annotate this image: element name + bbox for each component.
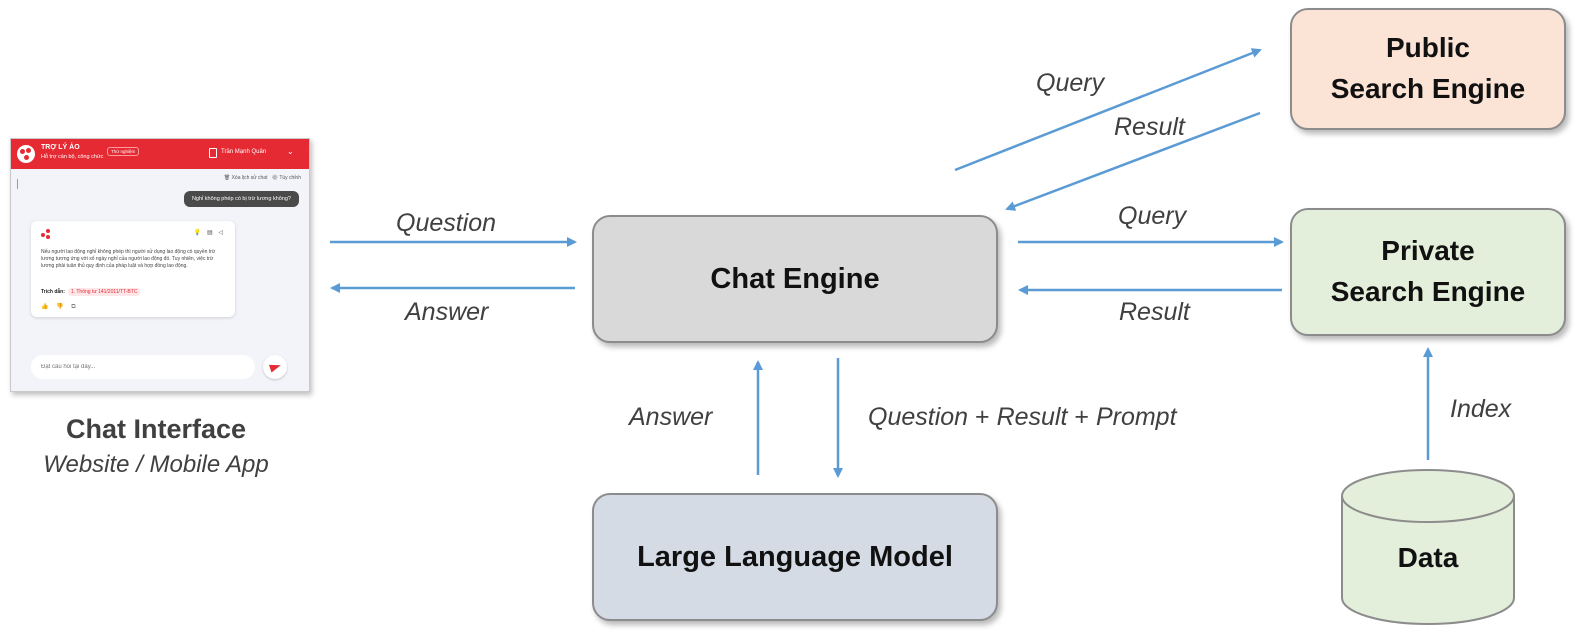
chat-interface-title: Chat Interface [65, 414, 247, 444]
public-search-label-line1: Public [1385, 32, 1470, 64]
chat-interface-caption: Chat Interface Website / Mobile App [0, 410, 312, 482]
private-search-engine-box: Private Search Engine [1290, 208, 1566, 336]
chat-engine-label: Chat Engine [710, 262, 880, 295]
bot-answer-text: Nếu người lao động nghỉ không phép thì n… [41, 249, 216, 269]
private-result-label: Result [1119, 298, 1190, 326]
citation-row: Trích dẫn:1. Thông tư 141/2011/TT-BTC [41, 288, 141, 296]
private-search-label-line1: Private [1381, 235, 1475, 267]
private-search-label-line2: Search Engine [1330, 276, 1526, 307]
mini-header: TRỢ LÝ ẢO Hỗ trợ cán bộ, công chức Thử n… [11, 139, 309, 169]
public-query-label: Query [1036, 69, 1105, 97]
mini-user-name[interactable]: Trần Mạnh Quân [221, 149, 267, 155]
question-edge-label: Question [396, 209, 497, 237]
private-query-label: Query [1118, 202, 1187, 230]
data-cylinder: Data [1341, 469, 1515, 625]
chevron-down-icon[interactable]: ⌄ [287, 147, 294, 156]
llm-input-plus-1: + [968, 403, 997, 431]
bot-answer-card: 💡 ▤ ◁ Nếu người lao động nghỉ không phép… [31, 221, 235, 317]
citation-link[interactable]: 1. Thông tư 141/2011/TT-BTC [67, 288, 141, 296]
feedback-icons[interactable]: 👍 👎 ⧉ [41, 304, 79, 310]
llm-input-question: Question [868, 403, 969, 431]
chat-engine-box: Chat Engine [592, 215, 998, 343]
mini-toolbar: 🗑 Xóa lịch sử chat ⚙ Tùy chỉnh [224, 175, 301, 181]
mini-app-title: TRỢ LÝ ẢO [41, 144, 80, 151]
llm-box: Large Language Model [592, 493, 998, 621]
app-logo-icon [17, 145, 35, 163]
answer-action-icons[interactable]: 💡 ▤ ◁ [193, 230, 225, 236]
llm-input-label: Question + Result + Prompt [868, 403, 1177, 432]
clear-history-button[interactable]: Xóa lịch sử chat [231, 175, 268, 181]
public-search-engine-box: Public Search Engine [1290, 8, 1566, 130]
llm-input-plus-2: + [1067, 403, 1096, 431]
public-result-arrow [1005, 111, 1261, 211]
citation-label: Trích dẫn: [41, 289, 65, 295]
send-icon[interactable] [263, 355, 287, 379]
answer-edge-label: Answer [405, 298, 489, 326]
chat-interface-subtitle: Website / Mobile App [43, 451, 269, 478]
sidebar-toggle[interactable] [17, 179, 18, 189]
llm-answer-label: Answer [629, 403, 713, 431]
public-result-label: Result [1114, 113, 1185, 141]
llm-label: Large Language Model [637, 540, 953, 573]
chat-input[interactable] [31, 355, 255, 379]
llm-input-prompt: Prompt [1095, 403, 1177, 431]
public-search-label-line2: Search Engine [1330, 73, 1526, 104]
bot-avatar-icon [41, 229, 51, 239]
gear-icon: ⚙ [271, 175, 278, 181]
trash-icon: 🗑 [223, 175, 231, 181]
public-query-arrow [954, 48, 1262, 172]
index-edge-label: Index [1450, 395, 1512, 423]
beta-badge: Thử nghiệm [107, 147, 140, 156]
chat-interface-screenshot: TRỢ LÝ ẢO Hỗ trợ cán bộ, công chức Thử n… [10, 138, 310, 392]
mini-app-subtitle: Hỗ trợ cán bộ, công chức [41, 154, 104, 160]
llm-input-result: Result [996, 403, 1068, 431]
customize-button[interactable]: Tùy chỉnh [279, 175, 301, 181]
user-message-bubble: Nghỉ không phép có bị trừ lương không? [183, 191, 299, 207]
phone-icon [209, 148, 217, 158]
data-label: Data [1398, 542, 1459, 573]
